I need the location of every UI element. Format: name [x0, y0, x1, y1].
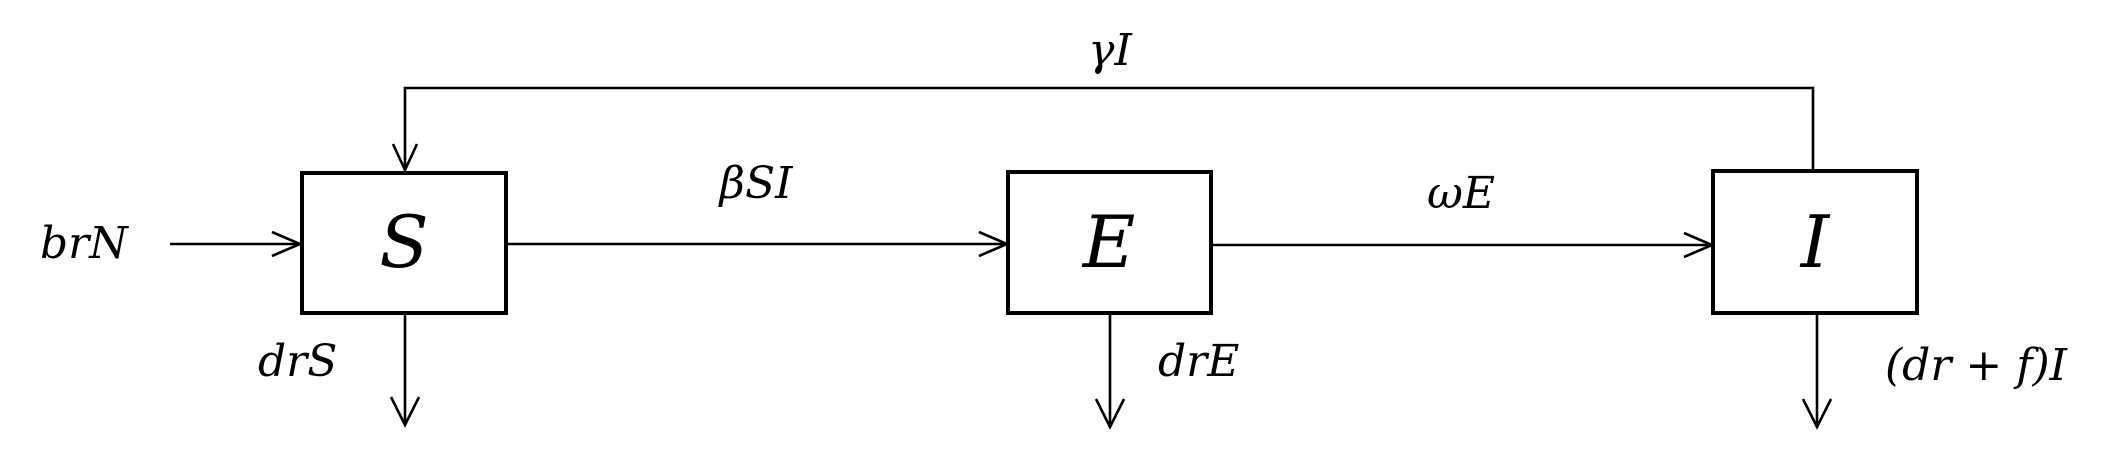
death-e-flow-arrow — [1094, 313, 1126, 430]
death-i-flow-label: (dr + f)I — [1885, 340, 2069, 391]
node-exposed-label: E — [1081, 200, 1136, 284]
node-infected-label: I — [1799, 200, 1831, 284]
recovery-flow-arrow — [391, 86, 1815, 174]
death-s-flow-arrow — [389, 313, 421, 428]
node-exposed: E — [1006, 170, 1213, 315]
infection-flow-arrow — [506, 230, 1011, 258]
recovery-flow-label: γI — [1088, 25, 1133, 76]
incubation-flow-arrow — [1211, 231, 1716, 259]
node-susceptible-label: S — [379, 200, 428, 284]
node-susceptible: S — [300, 171, 508, 315]
infection-flow-label: βSI — [718, 158, 795, 209]
incubation-flow-label: ωE — [1427, 168, 1495, 219]
birth-flow-label: brN — [40, 218, 129, 269]
death-s-flow-label: drS — [258, 336, 337, 387]
birth-flow-arrow — [170, 230, 304, 258]
node-infected: I — [1711, 169, 1919, 315]
death-i-flow-arrow — [1801, 313, 1833, 430]
death-e-flow-label: drE — [1158, 336, 1239, 387]
